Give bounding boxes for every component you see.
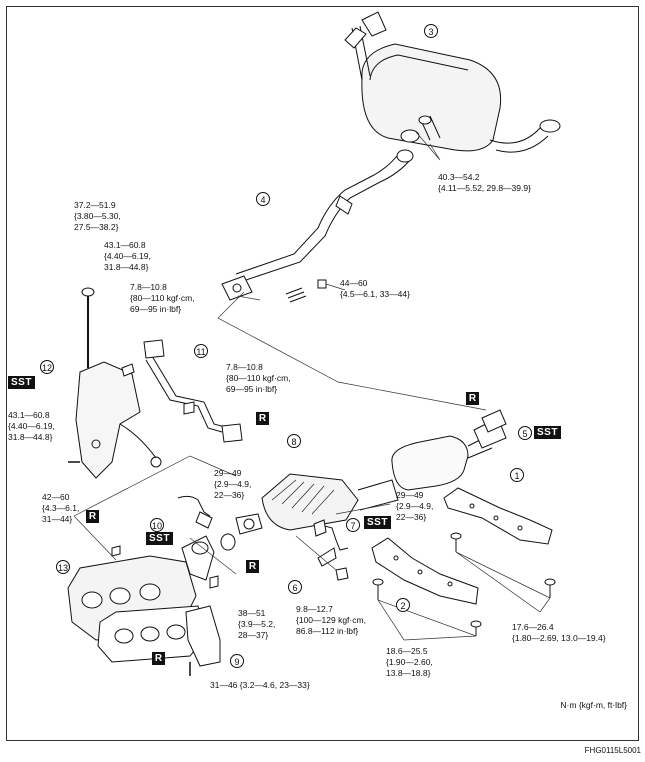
- hanger-1-drawing: [443, 487, 556, 598]
- callout-2: 2: [396, 598, 410, 612]
- torque-spec-front-sensor: 29—49 {2.9—4.9, 22—36}: [214, 468, 252, 500]
- catalytic-converter-drawing: [235, 409, 507, 535]
- unit-note: N·m {kgf·m, ft·lbf}: [560, 700, 627, 710]
- callout-6: 6: [288, 580, 302, 594]
- torque-spec-muffler: 40.3—54.2 {4.11—5.52, 29.8—39.9}: [438, 172, 531, 193]
- callout-5: 5: [518, 426, 532, 440]
- callout-9: 9: [230, 654, 244, 668]
- bracket-drawing: [68, 287, 162, 479]
- r-badge-pipe: R: [256, 412, 269, 425]
- hanger-2-drawing: [371, 537, 482, 636]
- torque-spec-insulator: 31—46 {3.2—4.6, 23—33}: [210, 680, 310, 690]
- callout-7: 7: [346, 518, 360, 532]
- torque-spec-clamp: 9.8—12.7 {100—129 kgf·cm, 86.8—112 in·lb…: [296, 604, 366, 636]
- exhaust-manifold-drawing: [67, 533, 236, 663]
- insulator-drawing: [185, 605, 221, 676]
- callout-4: 4: [256, 192, 270, 206]
- r-badge-manifold-gasket: R: [152, 652, 165, 665]
- sst-badge-flange: SST: [534, 426, 561, 439]
- torque-spec-manifold-bolt: 38—51 {3.9—5.2, 28—37}: [238, 608, 276, 640]
- callout-8: 8: [287, 434, 301, 448]
- callout-1: 1: [510, 468, 524, 482]
- torque-spec-middle-pipe-nut: 44—60 {4.5—6.1, 33—44}: [340, 278, 410, 299]
- torque-spec-bracket-nut: 43.1—60.8 {4.40—6.19, 31.8—44.8}: [104, 240, 151, 272]
- torque-spec-tall-bolt: 37.2—51.9 {3.80—5.30, 27.5—38.2}: [74, 200, 121, 232]
- sst-badge-front-sensor: SST: [146, 532, 173, 545]
- r-badge-gasket: R: [246, 560, 259, 573]
- torque-spec-bracket-bolt: 43.1—60.8 {4.40—6.19, 31.8—44.8}: [8, 410, 55, 442]
- callout-13: 13: [56, 560, 70, 574]
- callout-10: 10: [150, 518, 164, 532]
- sst-badge-rear-sensor: SST: [364, 516, 391, 529]
- diagram-frame: [6, 6, 639, 741]
- r-badge-manifold-nut: R: [86, 510, 99, 523]
- torque-spec-manifold-nut: 42—60 {4.3—6.1, 31—44}: [42, 492, 80, 524]
- callout-12: 12: [40, 360, 54, 374]
- torque-spec-valve: 7.8—10.8 {80—110 kgf·cm, 69—95 in·lbf}: [130, 282, 195, 314]
- pipe-11-drawing: [143, 339, 243, 443]
- sst-badge-bracket: SST: [8, 376, 35, 389]
- middle-pipe-drawing: [221, 149, 414, 303]
- torque-spec-hanger-1: 17.6—26.4 {1.80—2.69, 13.0—19.4}: [512, 622, 606, 643]
- callout-11: 11: [194, 344, 208, 358]
- oxygen-sensors-drawing: [177, 495, 349, 581]
- figure-code: FHG0115L5001: [584, 746, 641, 755]
- callout-3: 3: [424, 24, 438, 38]
- torque-spec-pipe-11: 7.8—10.8 {80—110 kgf·cm, 69—95 in·lbf}: [226, 362, 291, 394]
- torque-spec-rear-sensor: 29—49 {2.9—4.9, 22—36}: [396, 490, 434, 522]
- torque-spec-hanger-2: 18.6—25.5 {1.90—2.60, 13.8—18.8}: [386, 646, 433, 678]
- r-badge-flange: R: [466, 392, 479, 405]
- main-silencer-drawing: [344, 11, 561, 153]
